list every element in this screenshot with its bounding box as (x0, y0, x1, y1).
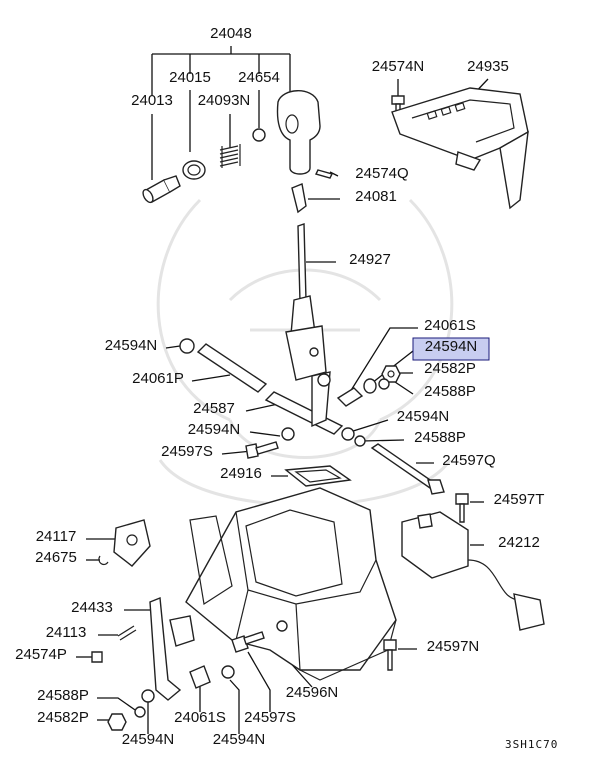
part-label-24927: 24927 (349, 251, 391, 268)
part-labels: 24048 24015 24654 24013 24093N 24574N 24935 245… (15, 25, 544, 748)
bushing-24594N-bl1 (141, 689, 155, 703)
switch-24212-drawing (401, 511, 545, 631)
bushing-24654-drawing (252, 128, 266, 142)
bushing-24594N-mid-left (281, 427, 295, 441)
lever-24433-drawing (149, 597, 195, 701)
part-label-24574p: 24574P (15, 646, 67, 663)
part-label-24015: 24015 (169, 69, 211, 86)
part-label-24113: 24113 (46, 624, 87, 641)
part-label-24596n: 24596N (286, 684, 339, 701)
part-label-24594n_bl2: 24594N (213, 731, 266, 748)
parts-drawings (91, 87, 545, 731)
spring-24093N-drawing (219, 144, 241, 168)
shaft-24587-drawing (264, 391, 344, 435)
cam-24117-drawing (113, 519, 151, 567)
part-label-24594n_hl: 24594N (425, 338, 478, 355)
knob-24048-drawing (276, 90, 321, 175)
part-label-24061s_top: 24061S (424, 317, 476, 334)
bolt-24597Q-drawing (370, 443, 445, 495)
part-label-24597s_top: 24597S (161, 443, 213, 460)
part-label-24433: 24433 (71, 599, 113, 616)
part-label-24588p_bl: 24588P (37, 687, 89, 704)
part-label-24597q: 24597Q (442, 452, 495, 469)
bolt-24597T-drawing (455, 493, 469, 523)
part-label-24594n_mid: 24594N (397, 408, 450, 425)
washer-24588P-mid (354, 435, 366, 447)
shaft-24061P-drawing (196, 343, 268, 393)
highlight-box (412, 337, 490, 361)
collar-24061S-bot (189, 665, 211, 689)
plate-24916-drawing (284, 465, 352, 487)
part-label-24117: 24117 (36, 528, 77, 545)
bolt-24597S-bot-drawing (231, 631, 265, 653)
part-label-24582p_r: 24582P (424, 360, 476, 377)
clip-24675-drawing (98, 555, 109, 566)
bolt-24597N-drawing (383, 639, 397, 671)
pin-24113-drawing (117, 625, 137, 641)
part-label-24597s_bot: 24597S (244, 709, 296, 726)
nut-24582P-drawing (381, 365, 401, 383)
part-label-24916: 24916 (220, 465, 262, 482)
bushing-24594N-bl2 (221, 665, 235, 679)
bolt-24597S-top-drawing (245, 441, 279, 459)
part-label-24597t: 24597T (494, 491, 545, 508)
part-label-24587: 24587 (193, 400, 235, 417)
pin-24081-drawing (291, 183, 307, 214)
ring-24015-drawing (182, 160, 206, 180)
nut-24582P-bl (107, 713, 127, 731)
diagram-code: 3SH1C70 (505, 738, 558, 751)
part-label-24061p: 24061P (132, 370, 184, 387)
part-label-24081: 24081 (355, 188, 397, 205)
part-label-24654: 24654 (238, 69, 280, 86)
part-label-24061s_bot: 24061S (174, 709, 226, 726)
collar-24061S-drawing (336, 387, 364, 407)
screw-24574P-drawing (91, 651, 103, 663)
part-label-24675: 24675 (35, 549, 77, 566)
part-label-24594n_l2: 24594N (188, 421, 241, 438)
screw-24574Q-drawing (314, 169, 334, 179)
base-bracket-drawing (185, 487, 397, 681)
part-label-24582p_bl: 24582P (37, 709, 89, 726)
part-label-24093n: 24093N (198, 92, 251, 109)
part-label-24588p_mid: 24588P (414, 429, 466, 446)
part-label-24574n: 24574N (372, 58, 425, 75)
part-label-24212: 24212 (498, 534, 540, 551)
part-label-24574q: 24574Q (355, 165, 408, 182)
part-label-24594n_left: 24594N (105, 337, 158, 354)
part-label-24594n_bl1: 24594N (122, 731, 175, 748)
bushing-24594N-drawing (363, 378, 377, 394)
part-label-24013: 24013 (131, 92, 173, 109)
part-label-24597n: 24597N (427, 638, 480, 655)
bushing-24594N-mid-right (341, 427, 355, 441)
part-label-24048: 24048 (210, 25, 252, 42)
bushing-24594N-left-drawing (179, 338, 195, 354)
part-label-24935: 24935 (467, 58, 509, 75)
indicator-24935-drawing (391, 87, 529, 210)
button-24013-drawing (142, 175, 181, 204)
washer-24588P-bl (134, 706, 146, 718)
lever-24927-drawing (285, 223, 327, 381)
part-label-24588p_r: 24588P (424, 383, 476, 400)
